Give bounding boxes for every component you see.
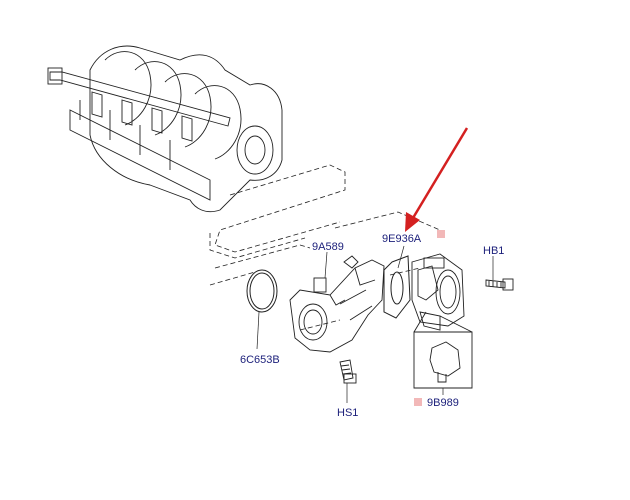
o-ring-seal: [246, 269, 278, 313]
label-9e936a: 9E936A: [382, 233, 422, 245]
marker-square-9b989: [414, 398, 422, 406]
sensor-inset-box: [413, 311, 473, 389]
marker-square-9e936a: [437, 230, 445, 238]
throttle-body: [411, 253, 465, 331]
leader-lines: [256, 245, 494, 403]
red-pointer-arrow: [405, 127, 469, 232]
label-hb1: HB1: [483, 245, 505, 257]
label-6c653b: 6C653B: [240, 354, 280, 366]
bolt-hb1: [485, 278, 514, 291]
throttle-gasket: [383, 255, 411, 319]
bolt-hs1: [339, 359, 357, 384]
label-9a589: 9A589: [312, 241, 344, 253]
throttle-adapter: [289, 255, 385, 353]
label-hs1: HS1: [337, 407, 359, 419]
intake-manifold: [47, 45, 283, 213]
label-9b989: 9B989: [427, 397, 459, 409]
assembly-guide-lines: [209, 164, 441, 331]
